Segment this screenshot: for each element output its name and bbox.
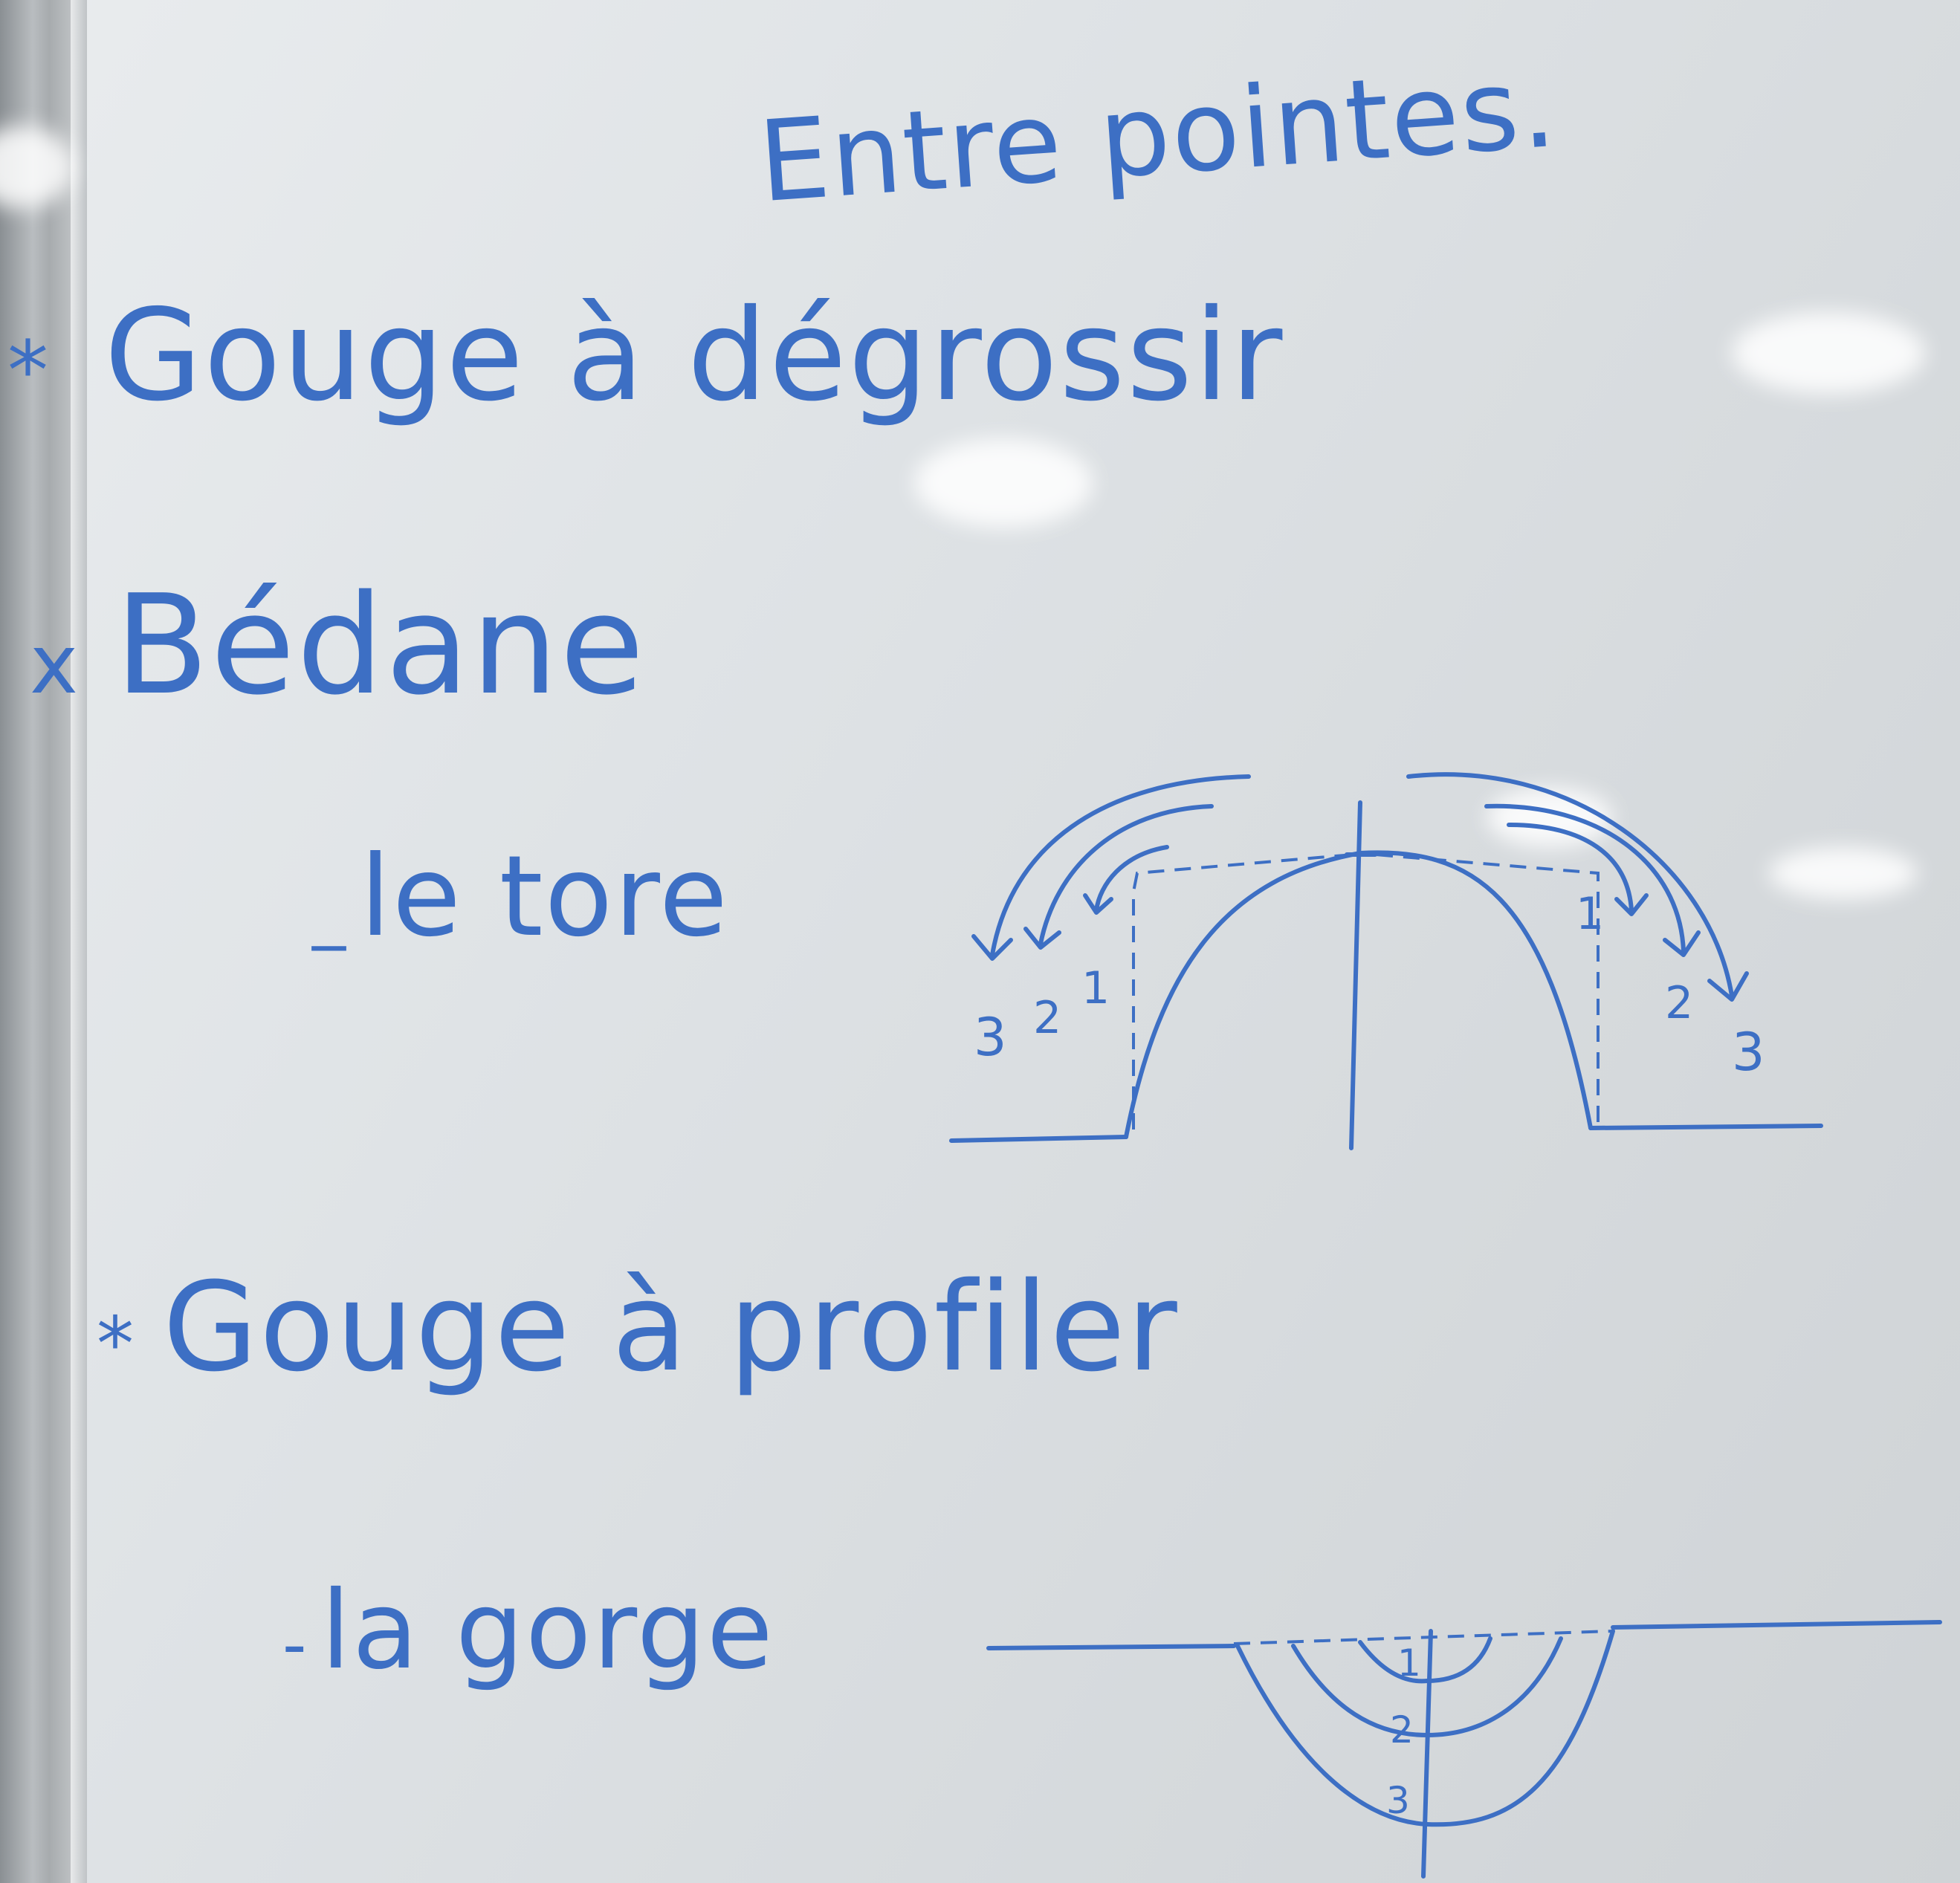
arrow-right-3-head <box>1614 893 1649 916</box>
arrow-left-3 <box>1094 845 1169 913</box>
line-text: Gouge à profiler <box>163 1256 1179 1399</box>
line-text: le tore <box>360 832 729 962</box>
gorge-label-1: 1 <box>1397 1641 1421 1685</box>
whiteboard-frame-edge <box>71 0 87 1883</box>
arrow-left-3-head <box>1083 893 1113 915</box>
arrow-right-2-head <box>1663 930 1701 957</box>
bullet-gouge-profiler: * Gouge à profiler <box>97 1256 1179 1399</box>
light-reflection <box>1487 788 1613 847</box>
gorge-cut-3 <box>1235 1629 1615 1827</box>
bullet-gouge-degrossir: * Gouge à dégrossir <box>7 282 1284 430</box>
whiteboard-frame <box>0 0 82 1883</box>
gorge-cut-1 <box>1358 1636 1492 1684</box>
light-reflection <box>1732 312 1925 394</box>
bullet-marker: * <box>7 323 50 418</box>
tore-label-left-3: 3 <box>974 1007 1007 1068</box>
tore-baseline-left <box>949 1135 1128 1143</box>
gorge-label-2: 2 <box>1390 1708 1414 1751</box>
line-text: Gouge à dégrossir <box>104 282 1284 430</box>
arrow-right-3 <box>1507 823 1634 913</box>
tore-label-left-1: 1 <box>1081 962 1110 1014</box>
sub-item-la-gorge: - la gorge <box>282 1568 774 1694</box>
bullet-marker: * <box>97 1300 135 1387</box>
arrow-right-1 <box>1406 772 1734 998</box>
arrow-left-2-head <box>1023 927 1061 950</box>
gorge-center-axis <box>1421 1629 1433 1879</box>
tore-label-left-2: 2 <box>1033 992 1061 1044</box>
tore-dashed-right <box>1374 853 1600 1122</box>
bullet-marker: x <box>30 617 80 712</box>
tore-baseline-right <box>1588 1124 1823 1130</box>
arrow-right-1-head <box>1707 971 1749 1002</box>
dash-marker: - <box>282 1606 308 1684</box>
line-text: Bédane <box>114 565 646 725</box>
arrow-right-2 <box>1484 803 1686 953</box>
light-reflection <box>914 438 1093 528</box>
tore-label-right-3: 3 <box>1732 1022 1765 1083</box>
bullet-bedane: x Bédane <box>30 565 646 725</box>
dash-marker: _ <box>312 873 347 951</box>
gorge-surface-right <box>1611 1620 1942 1630</box>
gorge-label-3: 3 <box>1386 1779 1410 1822</box>
tore-center-axis <box>1349 800 1362 1150</box>
gorge-dashed-line <box>1233 1630 1614 1645</box>
tore-dashed-left <box>1132 853 1353 1130</box>
sub-item-le-tore: _ le tore <box>312 832 729 962</box>
tore-label-right-2: 2 <box>1665 977 1693 1029</box>
arrow-left-1 <box>990 774 1251 957</box>
arrow-left-1-head <box>971 934 1013 961</box>
light-reflection <box>1769 847 1918 899</box>
line-text: la gorge <box>320 1568 774 1694</box>
gorge-surface-left <box>986 1644 1236 1650</box>
tore-label-right-1: 1 <box>1576 888 1604 940</box>
arrow-left-2 <box>1038 804 1214 946</box>
